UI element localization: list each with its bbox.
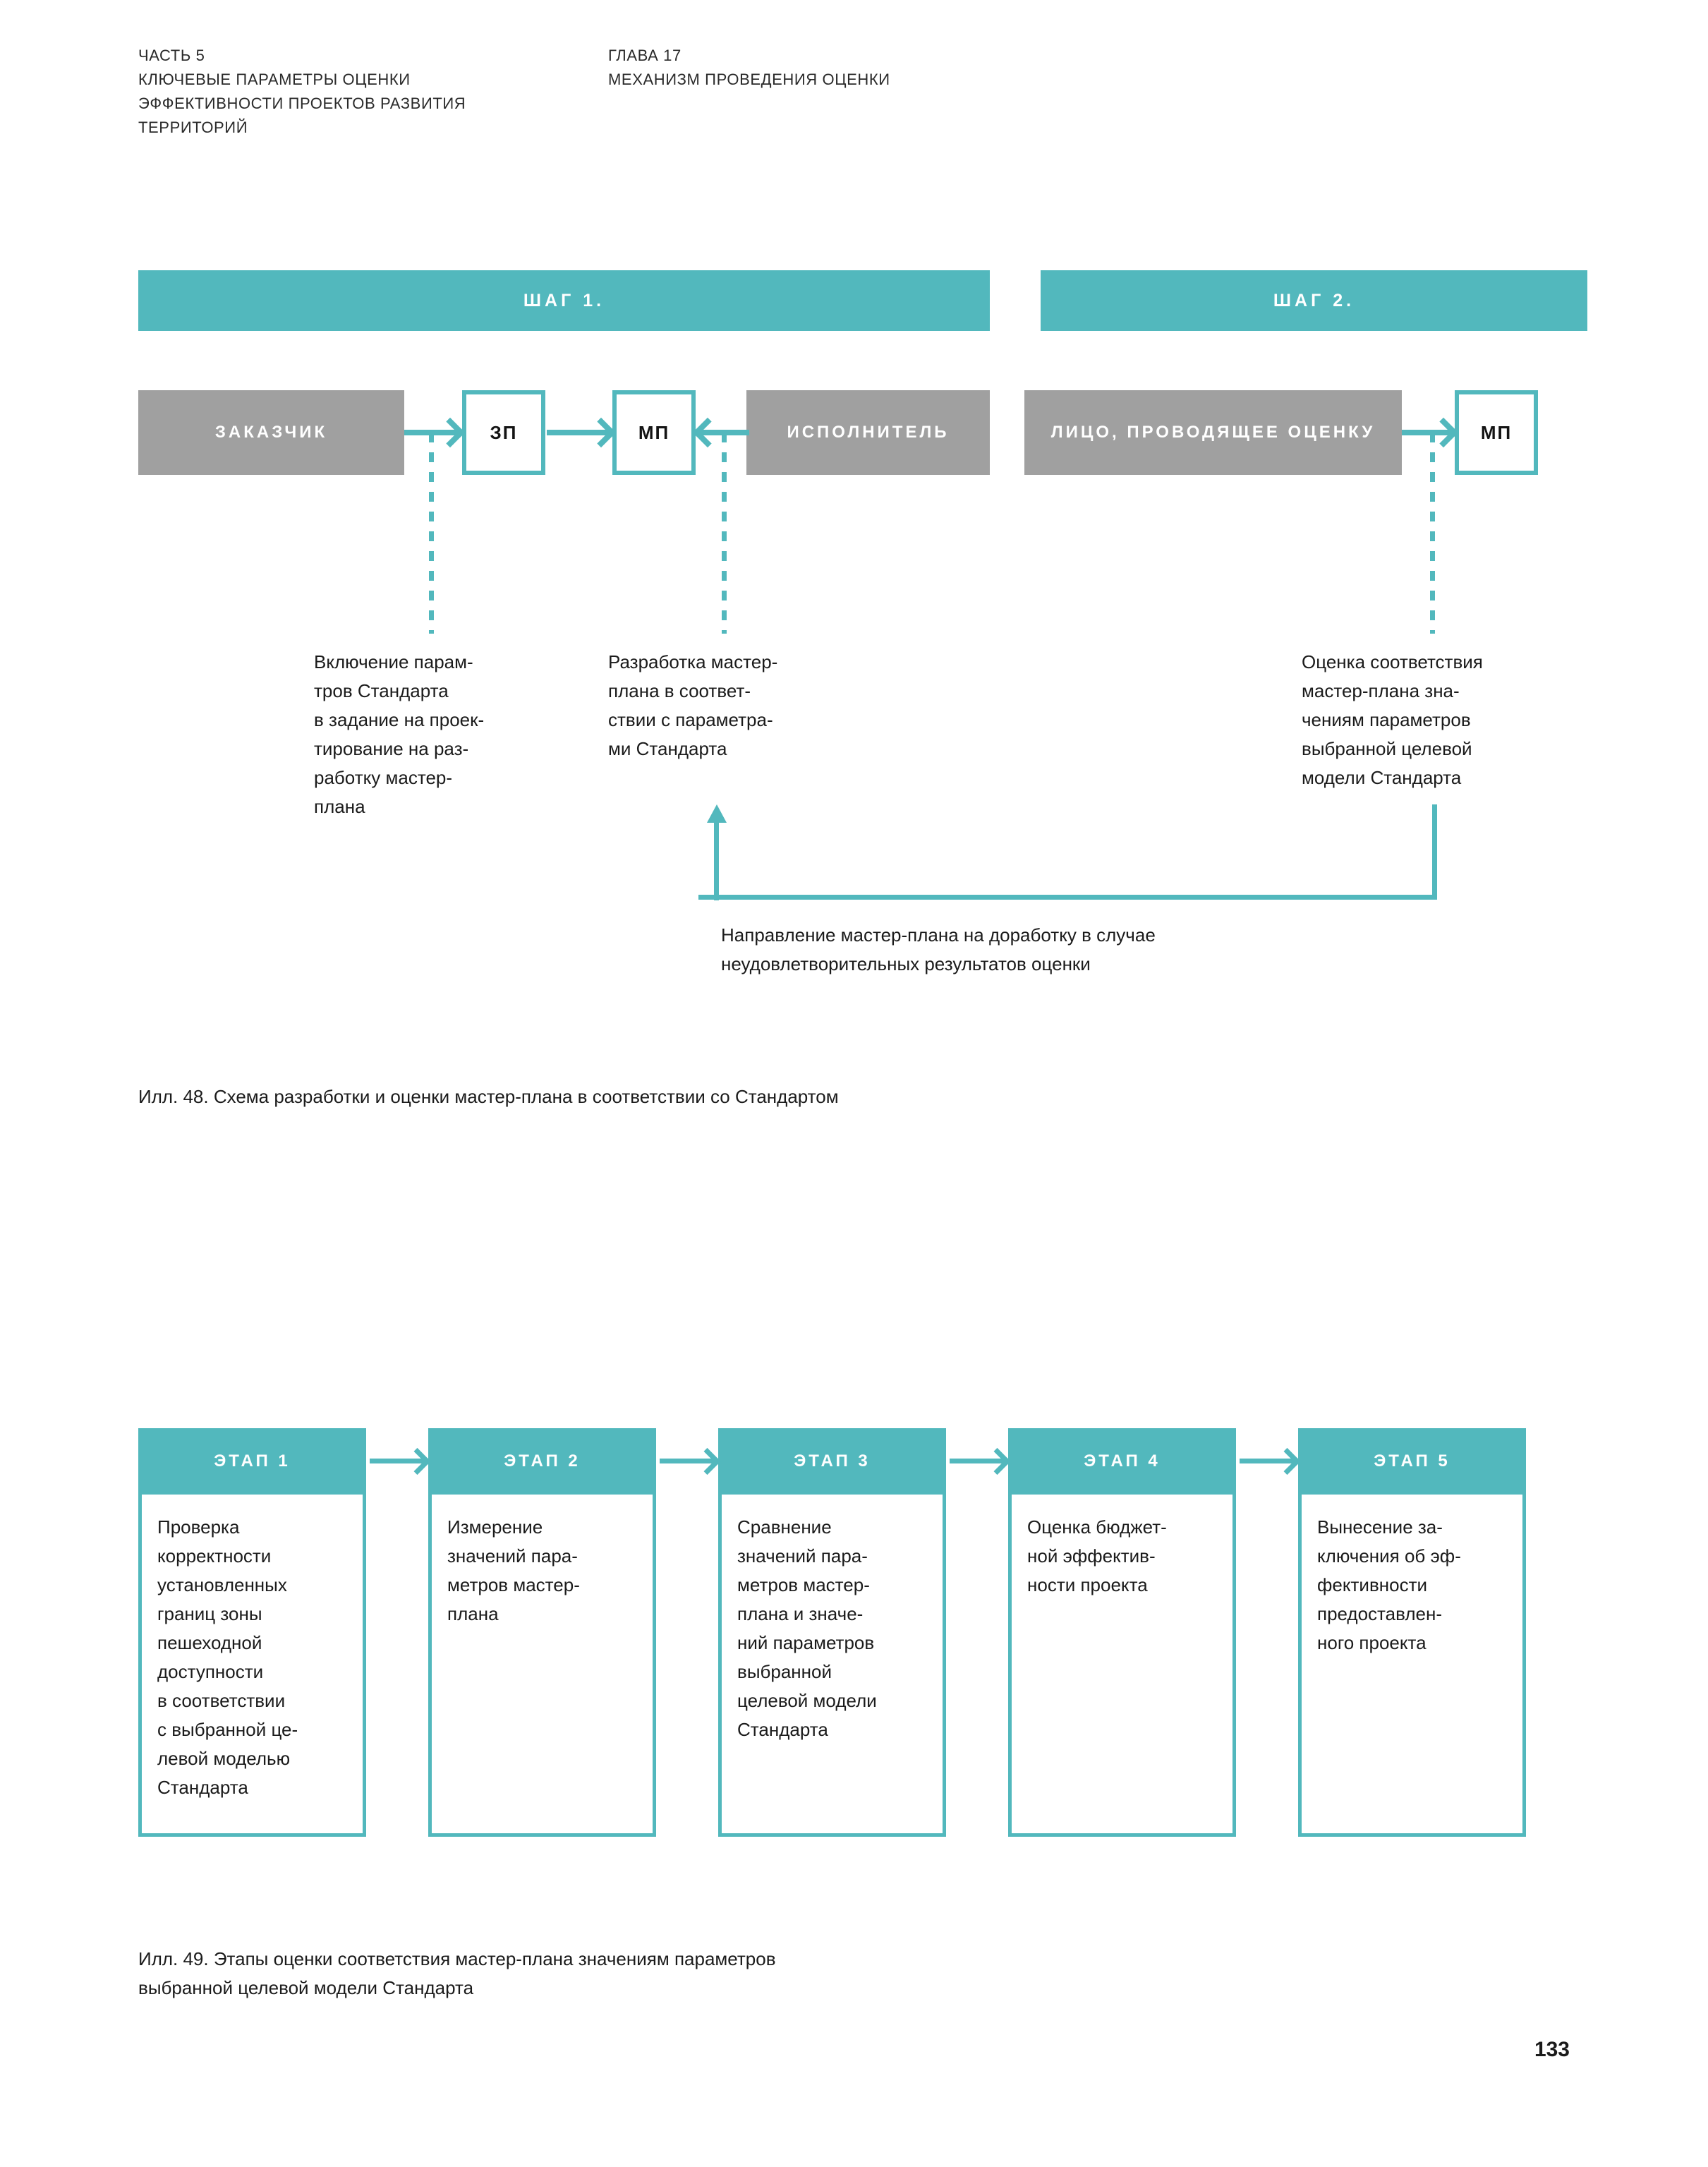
dotted-connector-1 bbox=[429, 433, 434, 634]
stage-header-5: ЭТАП 5 bbox=[1298, 1428, 1526, 1495]
document-box-mp-step1: МП bbox=[612, 390, 696, 475]
stage-column-2: ЭТАП 2 Измерение значений пара- метров м… bbox=[428, 1428, 656, 1837]
step-banner-2: ШАГ 2. bbox=[1041, 270, 1587, 331]
arrow-right-icon-zp-to-mp bbox=[547, 430, 609, 435]
stage-header-2: ЭТАП 2 bbox=[428, 1428, 656, 1495]
stage-column-4: ЭТАП 4 Оценка бюджет- ной эффектив- ност… bbox=[1008, 1428, 1236, 1837]
loop-bottom-segment bbox=[698, 895, 1437, 900]
figure-49-caption: Илл. 49. Этапы оценки соответствия масте… bbox=[138, 1948, 776, 1998]
stage-body-2: Измерение значений пара- метров мастер- … bbox=[428, 1495, 656, 1837]
document-box-zp: ЗП bbox=[462, 390, 545, 475]
rework-loop-caption: Направление мастер-плана на доработку в … bbox=[721, 924, 1156, 974]
page-number: 133 bbox=[1534, 2038, 1570, 2061]
dotted-connector-2 bbox=[722, 433, 727, 634]
actor-box-assessor: ЛИЦО, ПРОВОДЯЩЕЕ ОЦЕНКУ bbox=[1024, 390, 1402, 475]
arrow-right-icon-stage-2-3 bbox=[660, 1459, 715, 1463]
stage-column-3: ЭТАП 3 Сравнение значений пара- метров м… bbox=[718, 1428, 946, 1837]
arrow-up-icon-rework bbox=[707, 804, 727, 823]
stage-column-5: ЭТАП 5 Вынесение за- ключения об эф- фек… bbox=[1298, 1428, 1526, 1837]
annotation-text-1: Включение парам- тров Стандарта в задани… bbox=[314, 651, 485, 817]
stage-body-4: Оценка бюджет- ной эффектив- ности проек… bbox=[1008, 1495, 1236, 1837]
stage-body-3: Сравнение значений пара- метров мастер- … bbox=[718, 1495, 946, 1837]
document-box-mp-step2: МП bbox=[1455, 390, 1538, 475]
figure-48-caption: Илл. 48. Схема разработки и оценки масте… bbox=[138, 1086, 839, 1107]
stage-column-1: ЭТАП 1 Проверка корректности установленн… bbox=[138, 1428, 366, 1837]
arrow-right-icon-stage-3-4 bbox=[950, 1459, 1005, 1463]
actor-box-contractor: ИСПОЛНИТЕЛЬ bbox=[746, 390, 990, 475]
stage-header-1: ЭТАП 1 bbox=[138, 1428, 366, 1495]
actor-box-customer: ЗАКАЗЧИК bbox=[138, 390, 404, 475]
running-head-part: ЧАСТЬ 5 КЛЮЧЕВЫЕ ПАРАМЕТРЫ ОЦЕНКИ ЭФФЕКТ… bbox=[138, 47, 466, 136]
arrow-right-icon-stage-4-5 bbox=[1240, 1459, 1295, 1463]
figure-49-diagram: ЭТАП 1 Проверка корректности установленн… bbox=[0, 0, 1708, 1905]
arrow-right-icon-assessor-to-mp bbox=[1402, 430, 1451, 435]
loop-left-segment bbox=[714, 810, 719, 900]
stage-body-5: Вынесение за- ключения об эф- фективност… bbox=[1298, 1495, 1526, 1837]
step-banner-1: ШАГ 1. bbox=[138, 270, 990, 331]
stage-body-1: Проверка корректности установленных гран… bbox=[138, 1495, 366, 1837]
figure-48-diagram: ШАГ 1. ШАГ 2. ЗАКАЗЧИК ИСПОЛНИТЕЛЬ ЛИЦО,… bbox=[0, 0, 1708, 1129]
annotation-text-3: Оценка соответствия мастер-плана зна- че… bbox=[1302, 651, 1483, 788]
stage-header-3: ЭТАП 3 bbox=[718, 1428, 946, 1495]
annotation-text-2: Разработка мастер- плана в соответ- стви… bbox=[608, 651, 778, 759]
running-head-chapter: ГЛАВА 17 МЕХАНИЗМ ПРОВЕДЕНИЯ ОЦЕНКИ bbox=[608, 47, 890, 88]
stage-header-4: ЭТАП 4 bbox=[1008, 1428, 1236, 1495]
arrow-right-icon-stage-1-2 bbox=[370, 1459, 425, 1463]
dotted-connector-3 bbox=[1430, 433, 1435, 634]
loop-right-segment bbox=[1432, 804, 1437, 900]
